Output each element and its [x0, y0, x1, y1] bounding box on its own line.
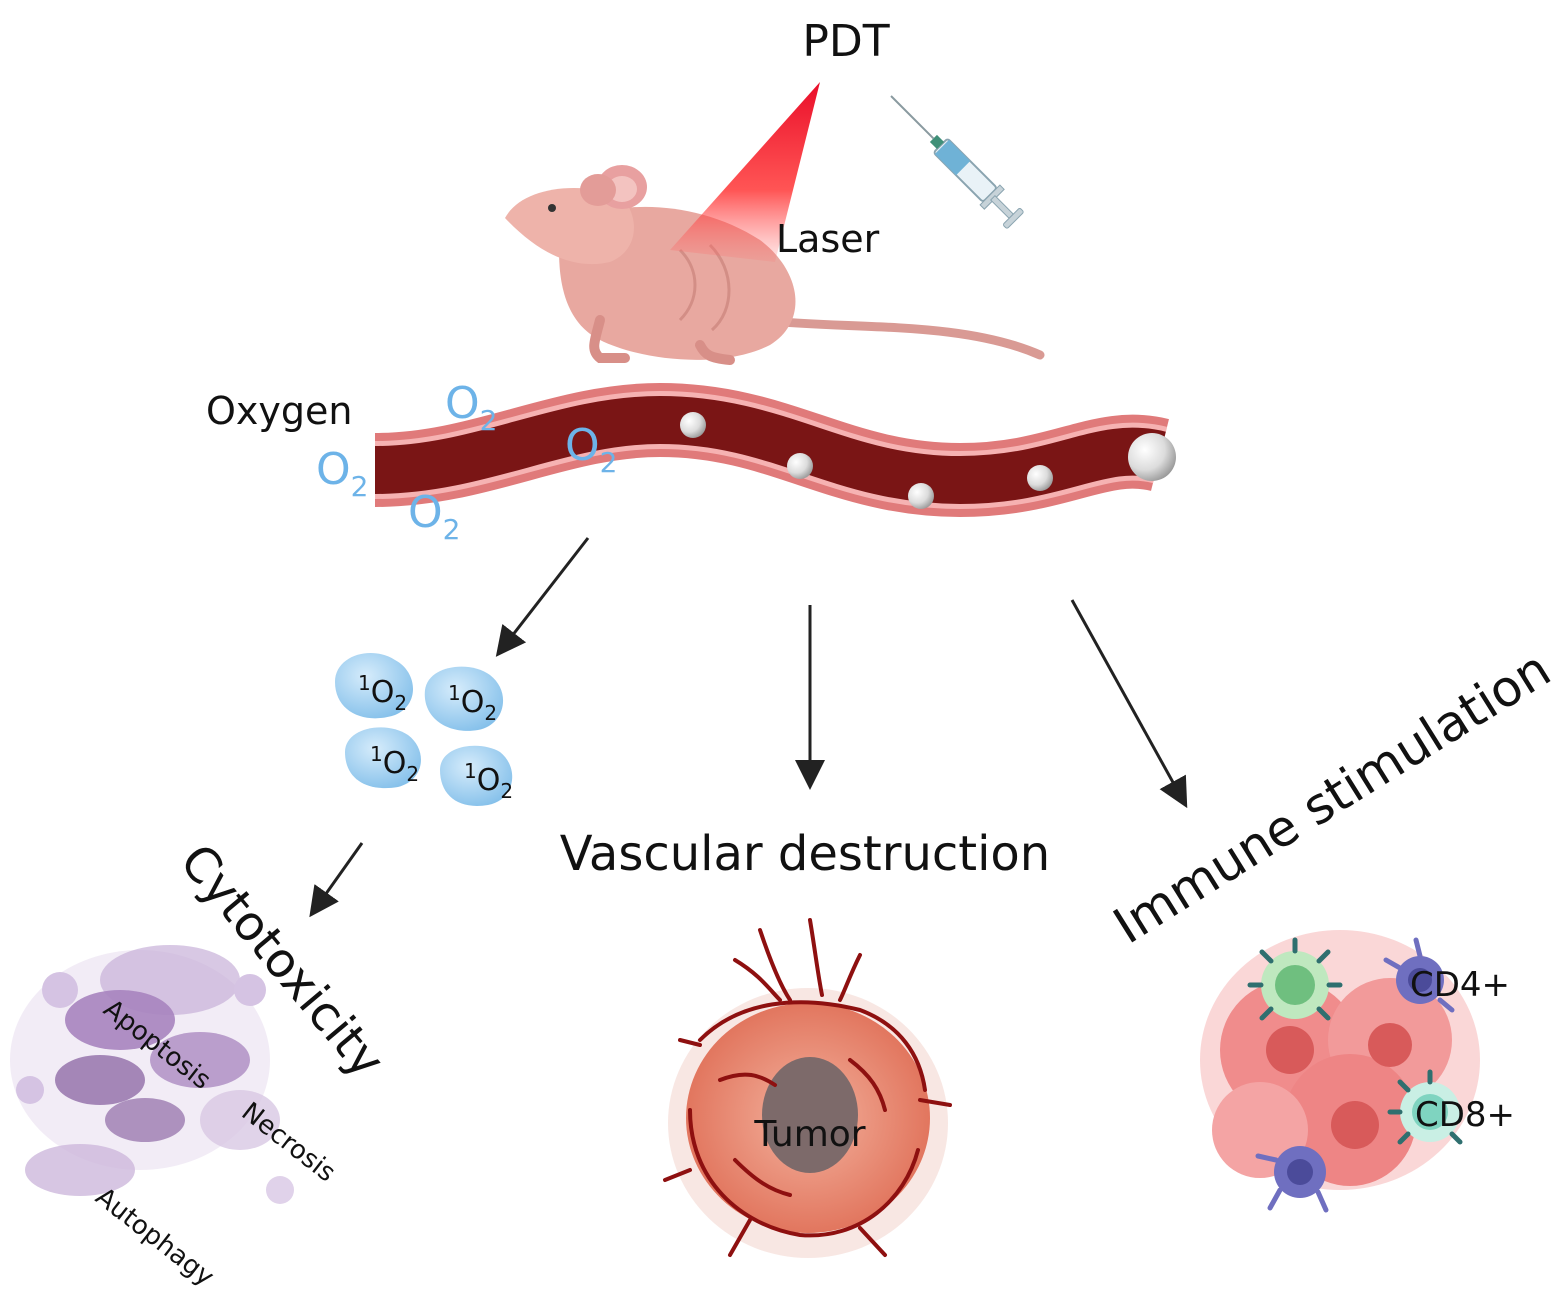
laser-label: Laser — [776, 217, 880, 261]
arrow-to-immune-stimulation — [1070, 599, 1188, 809]
singlet-oxygen: 1O2 — [370, 742, 419, 786]
o2-molecule: O2 — [316, 444, 368, 503]
singlet-oxygen: 1O2 — [464, 759, 513, 803]
cd8-label: CD8+ — [1415, 1095, 1515, 1135]
arrow-to-cytotoxicity — [309, 842, 364, 918]
blood-vessel — [374, 382, 1176, 518]
oxygen-label: Oxygen — [206, 389, 352, 433]
singlet-oxygen: 1O2 — [448, 681, 497, 725]
syringe-icon — [890, 95, 1024, 229]
immune-stimulation-label: Immune stimulation — [1104, 640, 1554, 955]
o2-molecule: O2 — [408, 487, 460, 546]
arrow-to-singlet-oxygen — [495, 537, 590, 657]
singlet-oxygen: 1O2 — [358, 671, 407, 715]
autophagy-label: Autophagy — [90, 1182, 220, 1293]
immune-cells-illustration — [1200, 930, 1480, 1213]
pdt-title: PDT — [802, 16, 889, 67]
tumor-label: Tumor — [753, 1114, 865, 1155]
singlet-oxygen-group: 1O2 1O2 1O2 1O2 — [335, 653, 513, 806]
o2-molecule: O2 — [565, 420, 617, 479]
vascular-destruction-label: Vascular destruction — [560, 826, 1050, 882]
cell-death-illustration — [10, 945, 294, 1204]
cd4-label: CD4+ — [1410, 965, 1510, 1005]
o2-molecule: O2 — [445, 378, 497, 437]
tumor-illustration — [663, 918, 952, 1258]
laser-beam — [670, 82, 820, 262]
